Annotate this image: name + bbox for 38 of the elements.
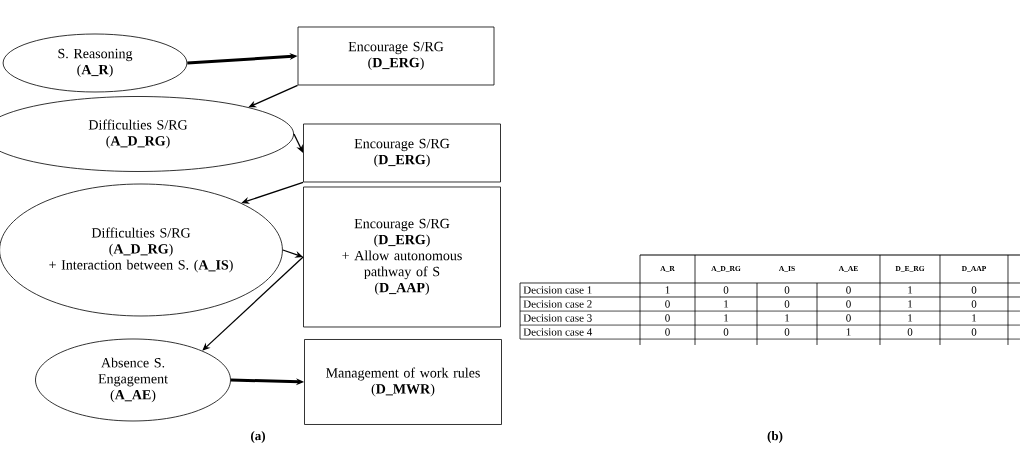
table-cell: 0 [665,328,670,336]
table-cell: 0 [907,328,913,336]
table-cell: 1 [908,300,913,308]
ellipse-node: S. Reasoning (A_R) [2,33,188,93]
process-box: Encourage S/RG (D_ERG) [297,26,495,86]
table-cell: 0 [784,300,790,308]
table-cell: 1 [972,314,977,322]
panel-caption: (a) [251,431,265,443]
table-cell: 1 [908,314,913,322]
arrow [202,256,304,351]
arrow [293,133,304,153]
table-cell: 1 [785,314,790,322]
table-cell: 0 [971,300,977,308]
process-box: Management of work rules (D_MWR) [304,339,502,425]
table-cell: 0 [665,300,670,308]
table-cell: 0 [971,286,977,294]
panel-caption: (b) [767,431,783,443]
table-cell: 0 [784,286,790,294]
row-header: Decision case 3 [523,314,592,322]
table-cell: 0 [723,328,729,336]
row-header: Decision case 4 [523,328,593,336]
ellipse-node: Absence S. Engagement (A_AE) [35,338,231,422]
table-cell: 1 [908,286,913,294]
process-box: Encourage S/RG (D_ERG) [303,123,501,183]
table-cell: 1 [665,286,670,294]
table-cell: 0 [846,300,851,308]
table-cell: 1 [724,314,729,322]
table-cell: 1 [724,300,729,308]
table-cell: 0 [971,328,977,336]
table-cell: 0 [846,314,851,322]
table-cell: 1 [846,328,851,336]
row-header: Decision case 2 [523,300,592,308]
process-box: Encourage S/RG (D_ERG) + Allow autonomous pathway of S (D_AAP) [303,186,501,328]
table-cell: 0 [665,314,670,322]
table-cell: 0 [784,328,790,336]
table-cell: 0 [723,286,729,294]
row-header: Decision case 1 [523,286,592,294]
table-cell: 0 [846,286,851,294]
